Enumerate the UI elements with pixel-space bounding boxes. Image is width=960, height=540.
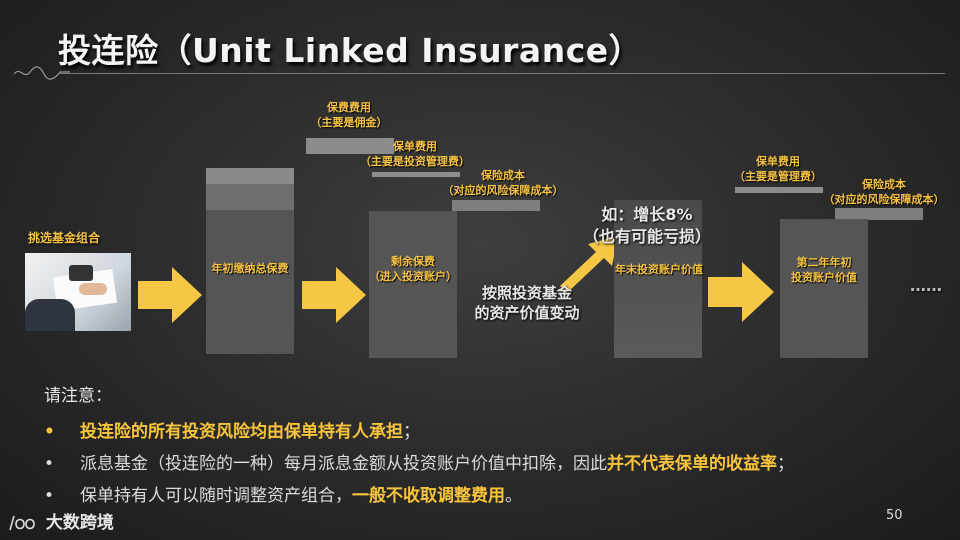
page-number: 50 <box>886 508 903 523</box>
note-item: •派息基金（投连险的一种）每月派息金额从投资账户价值中扣除，因此并不代表保单的收… <box>44 454 794 474</box>
year-end-value-label: 年末投资账户价值 <box>615 263 703 276</box>
policy-fee-2-bar <box>735 187 823 193</box>
policy-fee-label: 保单费用（主要是投资管理费） <box>360 140 470 168</box>
insurance-cost-label: 保险成本（对应的风险保障成本） <box>442 169 564 197</box>
arrow-right-icon <box>302 267 366 323</box>
insurance-cost-2-bar <box>835 208 923 220</box>
second-year-value-bar <box>780 219 868 358</box>
premium-fee-bar <box>306 138 394 154</box>
bar-segment <box>206 184 294 210</box>
title-divider <box>60 73 945 74</box>
note-item: •保单持有人可以随时调整资产组合，一般不收取调整费用。 <box>44 486 522 506</box>
remaining-premium-label: 剩余保费（进入投资账户） <box>369 255 457 283</box>
initial-premium-bar <box>206 210 294 354</box>
bar-segment <box>206 168 294 184</box>
notes-heading: 请注意： <box>44 386 112 406</box>
logo-icon <box>9 515 35 531</box>
second-year-value-label: 第二年年初投资账户价值 <box>791 256 857 284</box>
squiggle-decoration <box>13 66 70 80</box>
value-change-text: 按照投资基金的资产价值变动 <box>474 284 580 322</box>
premium-fee-label: 保费费用（主要是佣金） <box>310 101 388 129</box>
page-title: 投连险（Unit Linked Insurance） <box>58 31 643 70</box>
policy-fee-2-label: 保单费用（主要是管理费） <box>734 155 822 183</box>
initial-premium-label: 年初缴纳总保费 <box>211 262 289 275</box>
policy-fee-bar <box>372 172 460 177</box>
arrow-right-icon <box>708 262 774 322</box>
note-item: •投连险的所有投资风险均由保单持有人承担； <box>44 422 420 442</box>
year-end-value-bar <box>614 200 702 358</box>
insurance-cost-bar <box>452 200 540 211</box>
arrow-up-right-icon <box>560 236 618 292</box>
growth-text: 如：增长8%（也有可能亏损） <box>582 205 711 246</box>
insurance-cost-2-label: 保险成本（对应的风险保障成本） <box>823 178 945 206</box>
remaining-premium-bar <box>369 211 457 358</box>
brand-logo: 大数跨境 <box>8 508 114 533</box>
ellipsis: …… <box>910 276 942 295</box>
business-photo <box>25 253 131 331</box>
pick-fund-label: 挑选基金组合 <box>28 231 101 245</box>
arrow-right-icon <box>138 267 202 323</box>
